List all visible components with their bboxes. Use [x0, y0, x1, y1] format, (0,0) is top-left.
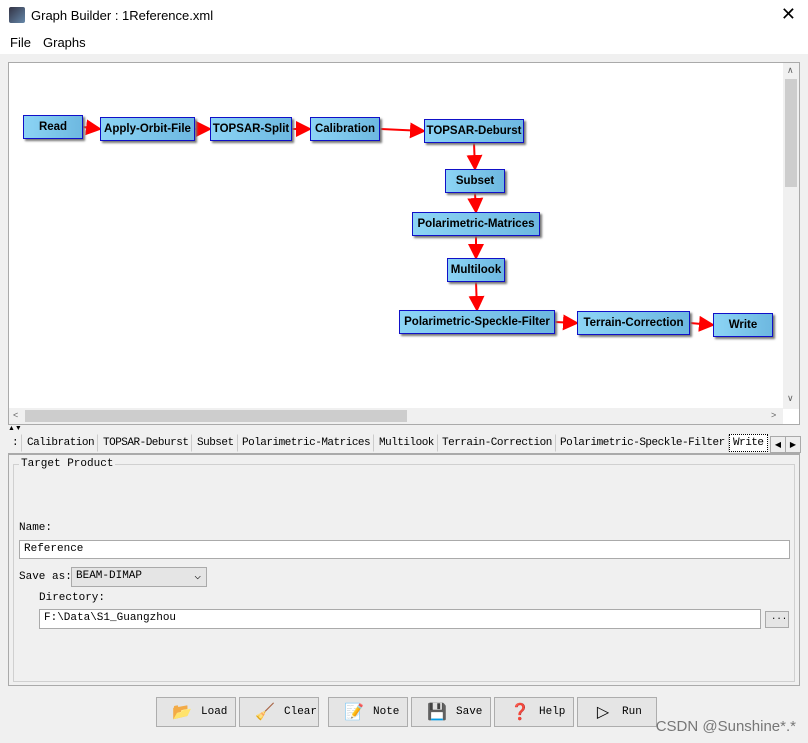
graph-node-subset[interactable]: Subset	[445, 169, 505, 193]
scroll-left-icon[interactable]: <	[13, 410, 19, 420]
play-icon: ▷	[596, 704, 610, 721]
button-label: Clear	[284, 706, 318, 718]
button-label: Note	[373, 706, 400, 718]
scroll-down-icon[interactable]: ∨	[787, 393, 794, 403]
graph-canvas[interactable]: Read Apply-Orbit-File TOPSAR-Split Calibrat…	[8, 62, 800, 425]
close-icon[interactable]: ✕	[780, 4, 796, 24]
button-label: Load	[201, 706, 228, 718]
clear-button[interactable]: 🧹 Clear	[239, 697, 319, 727]
window-title: Graph Builder : 1Reference.xml	[31, 8, 214, 23]
edge-terrain-write	[689, 315, 715, 332]
graph-node-deburst[interactable]: TOPSAR-Deburst	[424, 119, 524, 143]
group-title: Target Product	[19, 458, 116, 470]
broom-icon: 🧹	[255, 704, 275, 721]
run-button[interactable]: ▷ Run	[577, 697, 657, 727]
tab-write[interactable]: Write	[729, 434, 768, 452]
graph-node-terrain[interactable]: Terrain-Correction	[577, 311, 690, 335]
edge-subset-polmat	[467, 192, 484, 214]
save-as-select[interactable]: BEAM-DIMAP ⌵	[71, 567, 207, 587]
horizontal-scrollbar[interactable]: <>	[9, 408, 783, 424]
save-as-label: Save as:	[19, 571, 72, 583]
menu-file[interactable]: File	[10, 35, 31, 50]
vertical-scrollbar[interactable]: ∧∨	[783, 63, 799, 409]
button-label: Help	[539, 706, 566, 718]
target-product-group	[13, 464, 795, 682]
graph-node-read[interactable]: Read	[23, 115, 83, 139]
graph-node-write[interactable]: Write	[713, 313, 773, 337]
directory-label: Directory:	[39, 592, 106, 604]
graph-node-polmat[interactable]: Polarimetric-Matrices	[412, 212, 540, 236]
title-bar: Graph Builder : 1Reference.xml ✕	[0, 0, 808, 33]
tab-subset[interactable]: Subset	[193, 434, 238, 452]
save-button[interactable]: 💾 Save	[411, 697, 491, 727]
load-button[interactable]: 📂 Load	[156, 697, 236, 727]
graph-node-orbit[interactable]: Apply-Orbit-File	[100, 117, 195, 141]
watermark: CSDN @Sunshine*.*	[655, 718, 796, 735]
note-button[interactable]: 📝 Note	[328, 697, 408, 727]
name-label: Name:	[19, 522, 53, 534]
graph-node-multilook[interactable]: Multilook	[447, 258, 505, 282]
vertical-scroll-thumb[interactable]	[785, 79, 797, 187]
tab-polarimetric-matrices[interactable]: Polarimetric-Matrices	[238, 434, 375, 452]
tab-multilook[interactable]: Multilook	[375, 434, 438, 452]
horizontal-scroll-thumb[interactable]	[25, 410, 407, 422]
edge-read-orbit	[82, 119, 102, 136]
splitter-handle[interactable]: ▲▼	[8, 425, 22, 432]
graph-node-split[interactable]: TOPSAR-Split	[210, 117, 292, 141]
graph-node-cal[interactable]: Calibration	[310, 117, 380, 141]
tab-calibration[interactable]: Calibration	[23, 434, 99, 452]
directory-input[interactable]: F:\Data\S1_Guangzhou	[39, 609, 761, 629]
tab-polarimetric-speckle-filter[interactable]: Polarimetric-Speckle-Filter	[556, 434, 729, 452]
write-panel: Target Product Name: Reference Save as: …	[8, 454, 800, 686]
button-label: Run	[622, 706, 642, 718]
browse-button[interactable]: ...	[765, 611, 789, 628]
edge-deburst-subset	[466, 142, 483, 171]
menu-bar: File Graphs	[0, 32, 808, 54]
name-input[interactable]: Reference	[19, 540, 790, 559]
tab-scroll-left-icon[interactable]: ◀	[770, 436, 786, 453]
button-label: Save	[456, 706, 483, 718]
tab-topsar-deburst[interactable]: TOPSAR-Deburst	[99, 434, 193, 452]
folder-icon: 📂	[172, 704, 192, 721]
edge-multilook-speckle	[468, 281, 485, 312]
help-icon: ❓	[510, 704, 530, 721]
chevron-down-icon: ⌵	[194, 571, 201, 583]
graph-node-speckle[interactable]: Polarimetric-Speckle-Filter	[399, 310, 555, 334]
save-icon: 💾	[427, 704, 447, 721]
note-icon: 📝	[344, 704, 364, 721]
tab-terrain-correction[interactable]: Terrain-Correction	[438, 434, 556, 452]
app-icon	[9, 7, 25, 23]
tab-scroll-right-icon[interactable]: ▶	[785, 436, 801, 453]
save-as-value: BEAM-DIMAP	[76, 570, 143, 582]
menu-graphs[interactable]: Graphs	[43, 35, 86, 50]
tab-overflow[interactable]: :	[8, 434, 23, 452]
edge-cal-deburst	[379, 122, 426, 139]
help-button[interactable]: ❓ Help	[494, 697, 574, 727]
graph-edges	[82, 119, 715, 332]
edge-speckle-terrain	[554, 314, 579, 331]
scroll-up-icon[interactable]: ∧	[787, 65, 794, 75]
scroll-right-icon[interactable]: >	[771, 410, 777, 420]
